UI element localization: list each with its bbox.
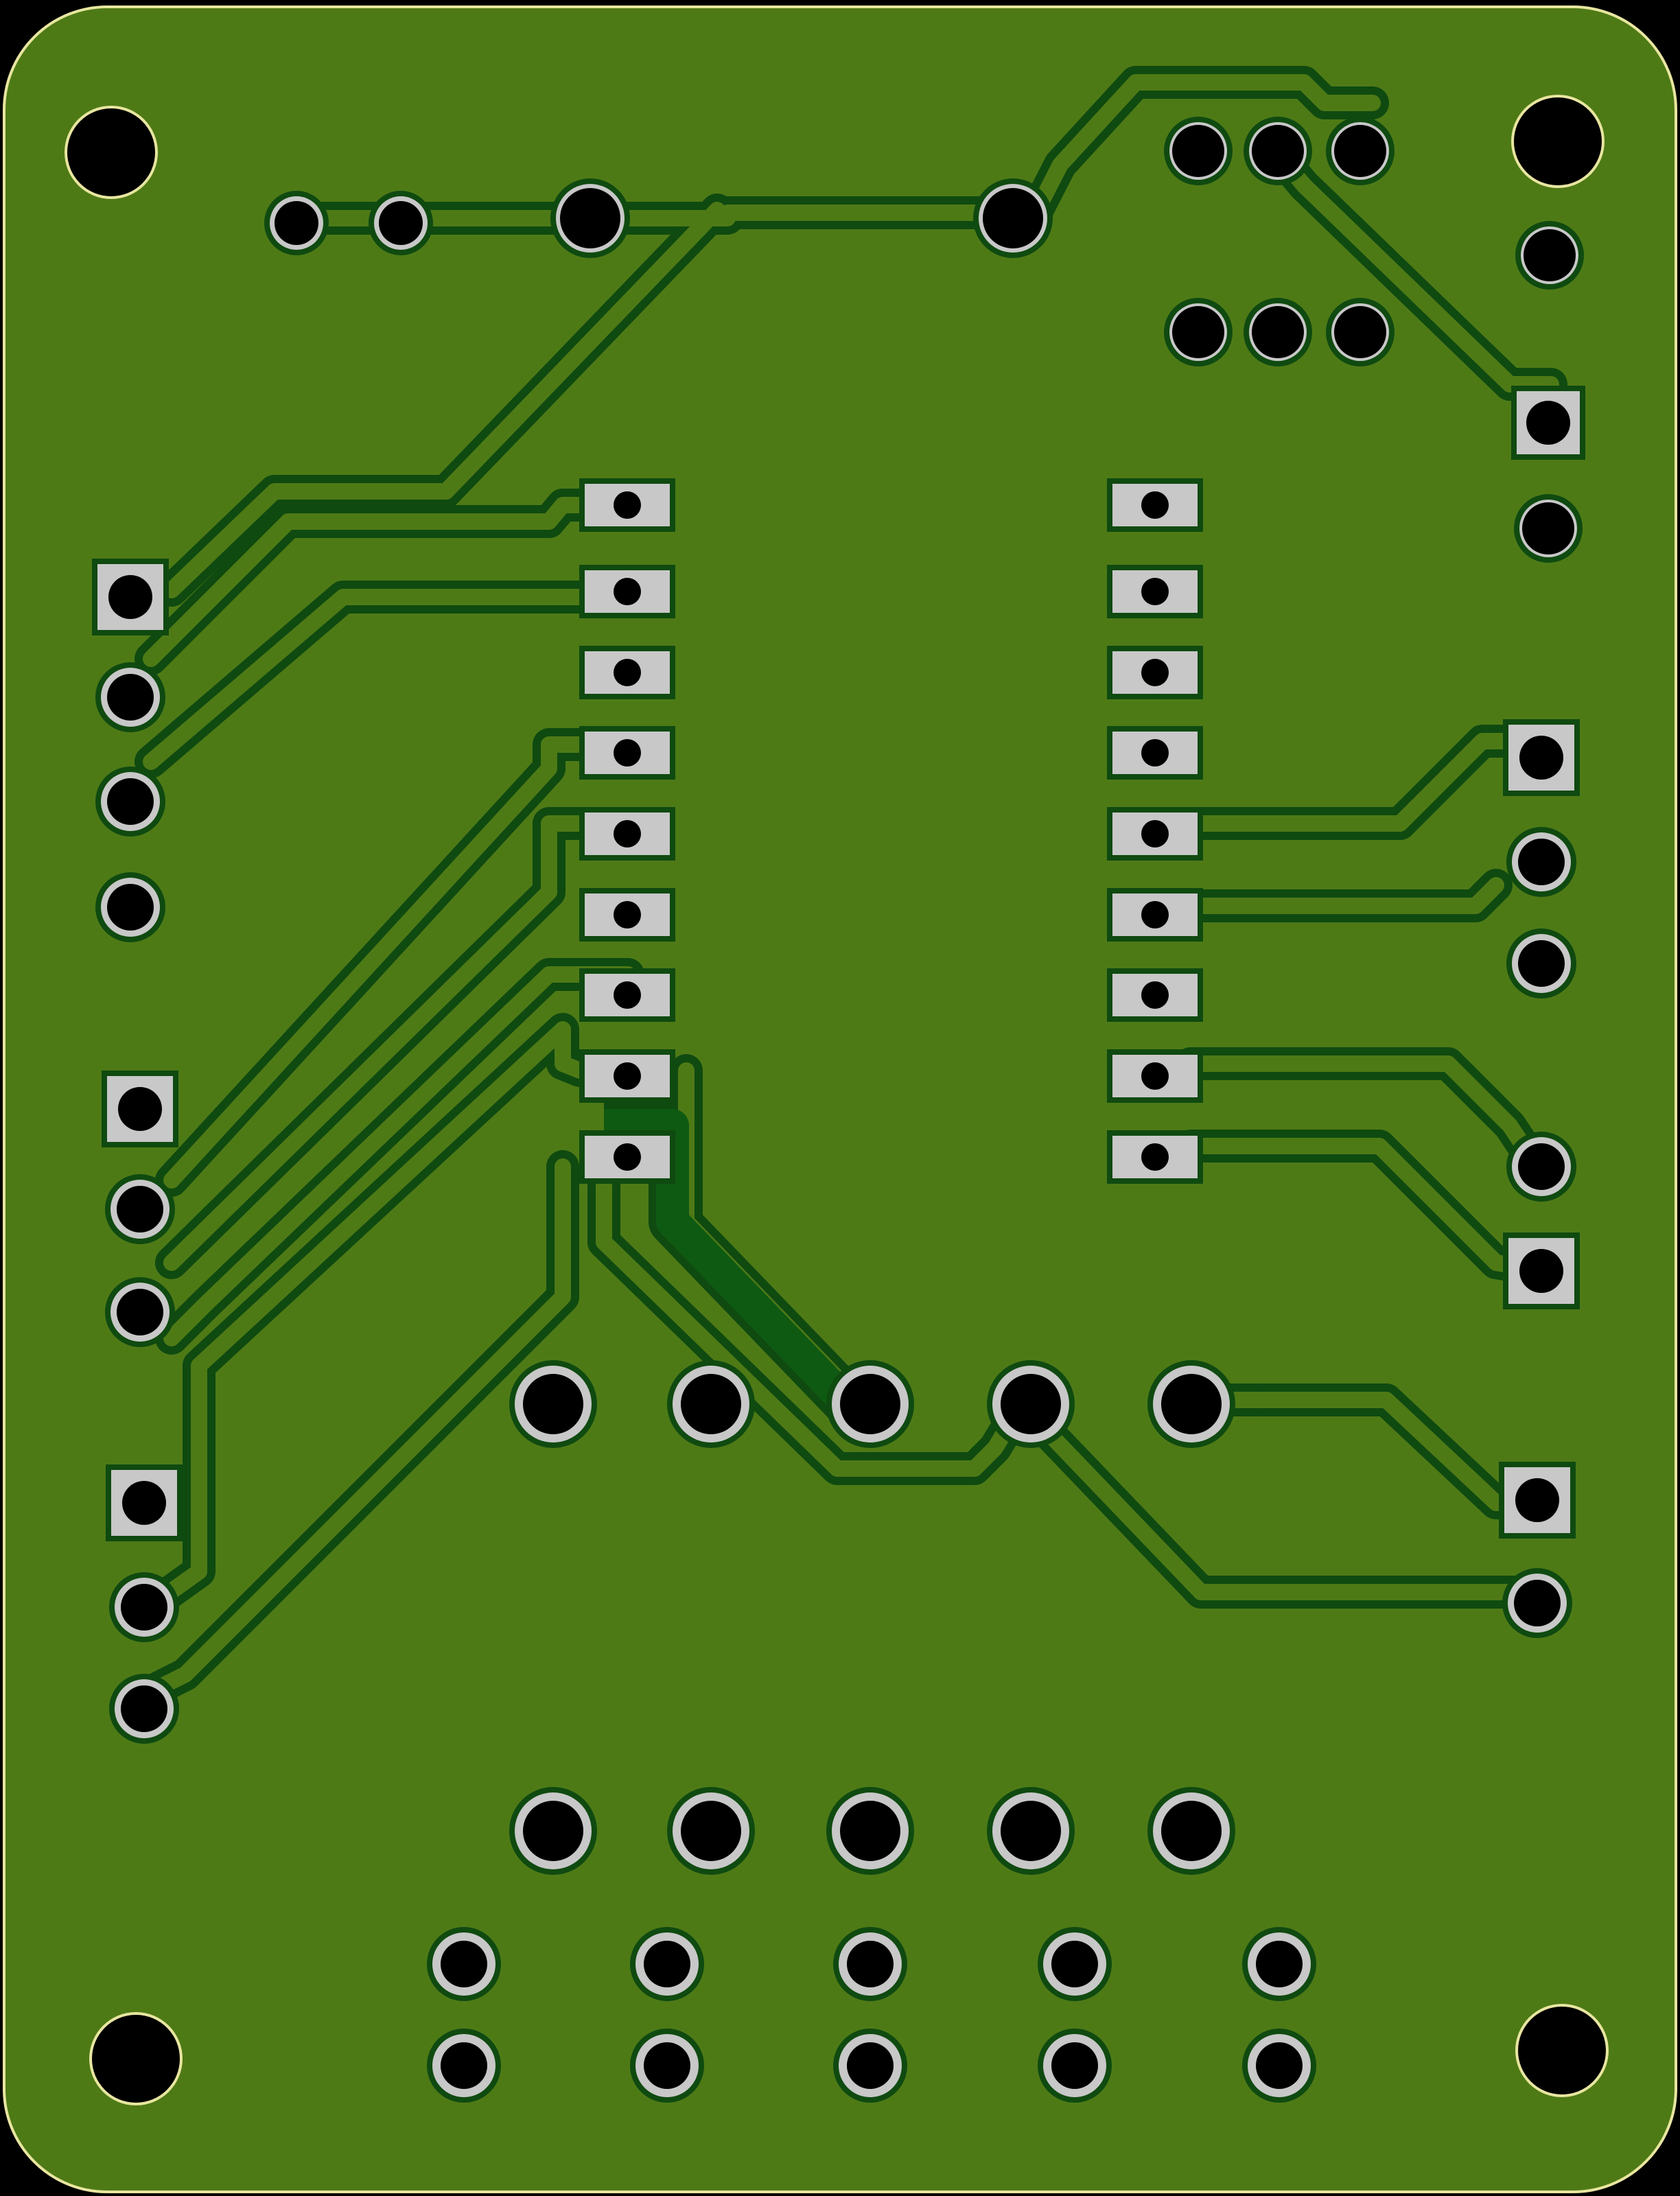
ic-pin-left-drill (614, 981, 641, 1009)
trace (163, 202, 725, 598)
small-pad-drill (644, 1941, 690, 1987)
large-pad-drill (1161, 1374, 1222, 1434)
large-pad-drill (523, 1801, 583, 1861)
large-pad-drill (523, 1374, 583, 1434)
header-pin-drill (1172, 306, 1224, 358)
pad-round-drill (1524, 229, 1576, 281)
trace (1035, 1419, 1525, 1600)
ic-pin-right-drill (1141, 981, 1169, 1009)
pad-round-drill (1518, 940, 1565, 987)
square-pad-drill (1519, 736, 1563, 780)
pad-round-drill (1518, 1143, 1565, 1190)
ic-pin-right-drill (1141, 491, 1169, 519)
mounting-hole (1514, 97, 1602, 185)
small-pad-drill (847, 2042, 894, 2089)
header-pin-drill (1334, 306, 1386, 358)
ic-pin-left-drill (614, 659, 641, 686)
square-pad-drill (1515, 1478, 1559, 1522)
ic-pin-right-drill (1141, 1143, 1169, 1171)
pad-round-drill (107, 778, 154, 825)
mounting-holes (65, 95, 1609, 2105)
pad-round-drill (560, 188, 620, 248)
ic-pin-right-drill (1141, 659, 1169, 686)
trace (596, 1152, 1024, 1477)
pad-round-drill (1522, 502, 1574, 554)
small-pad-drill (441, 2042, 487, 2089)
small-pad-drill (1051, 1941, 1098, 1987)
ic-pin-right-drill (1141, 739, 1169, 767)
pad-round-drill (107, 674, 154, 721)
pad-round-drill (107, 884, 154, 931)
header-pin-drill (1172, 125, 1224, 177)
trace (143, 1021, 588, 1614)
ic-pin-left-drill (614, 578, 641, 605)
pad-round-drill (121, 1685, 167, 1732)
pad-round-drill (117, 1186, 163, 1233)
pad-layer (97, 122, 1580, 2097)
pad-round-drill (275, 201, 318, 245)
square-pad-drill (108, 575, 152, 619)
ic-pin-right-drill (1141, 901, 1169, 928)
pad-round-drill (121, 1584, 167, 1631)
small-pad-drill (1256, 2042, 1303, 2089)
ic-pin-left-drill (614, 1143, 641, 1171)
ic-pin-left-drill (614, 1062, 641, 1090)
header-pin-drill (1334, 125, 1386, 177)
ic-pin-right-drill (1141, 820, 1169, 848)
large-pad-drill (840, 1374, 900, 1434)
square-pad-drill (1519, 1249, 1563, 1293)
mounting-hole (92, 2015, 180, 2103)
trace (143, 589, 636, 770)
header-pin-drill (1252, 125, 1304, 177)
ic-pin-right-drill (1141, 1062, 1169, 1090)
trace (1025, 74, 1381, 226)
ic-pin-left-drill (614, 901, 641, 928)
ic-pin-right-drill (1141, 578, 1169, 605)
pad-round-drill (117, 1289, 163, 1335)
small-pad-drill (1256, 1941, 1303, 1987)
small-pad-drill (644, 2042, 690, 2089)
large-pad-drill (681, 1801, 741, 1861)
pad-round-drill (1514, 1580, 1561, 1626)
trace (150, 1158, 571, 1696)
large-pad-drill (681, 1374, 741, 1434)
pad-round-drill (379, 201, 423, 245)
large-pad-drill (1001, 1801, 1061, 1861)
small-pad-drill (847, 1941, 894, 1987)
small-pad-drill (1051, 2042, 1098, 2089)
pad-round-drill (983, 188, 1043, 248)
square-pad-drill (122, 1481, 166, 1525)
square-pad-drill (118, 1087, 162, 1131)
pad-round-drill (1518, 839, 1565, 885)
header-pin-drill (1252, 306, 1304, 358)
large-pad-drill (1161, 1801, 1222, 1861)
mounting-hole (1518, 2007, 1606, 2094)
large-pad-drill (840, 1801, 900, 1861)
board-outline (3, 5, 1677, 2193)
ic-pin-left-drill (614, 820, 641, 848)
mounting-hole (67, 108, 155, 196)
ic-pin-left-drill (614, 739, 641, 767)
square-pad-drill (1526, 401, 1570, 445)
ic-pin-left-drill (614, 491, 641, 519)
trace (1182, 877, 1504, 914)
large-pad-drill (1001, 1374, 1061, 1434)
small-pad-drill (441, 1941, 487, 1987)
